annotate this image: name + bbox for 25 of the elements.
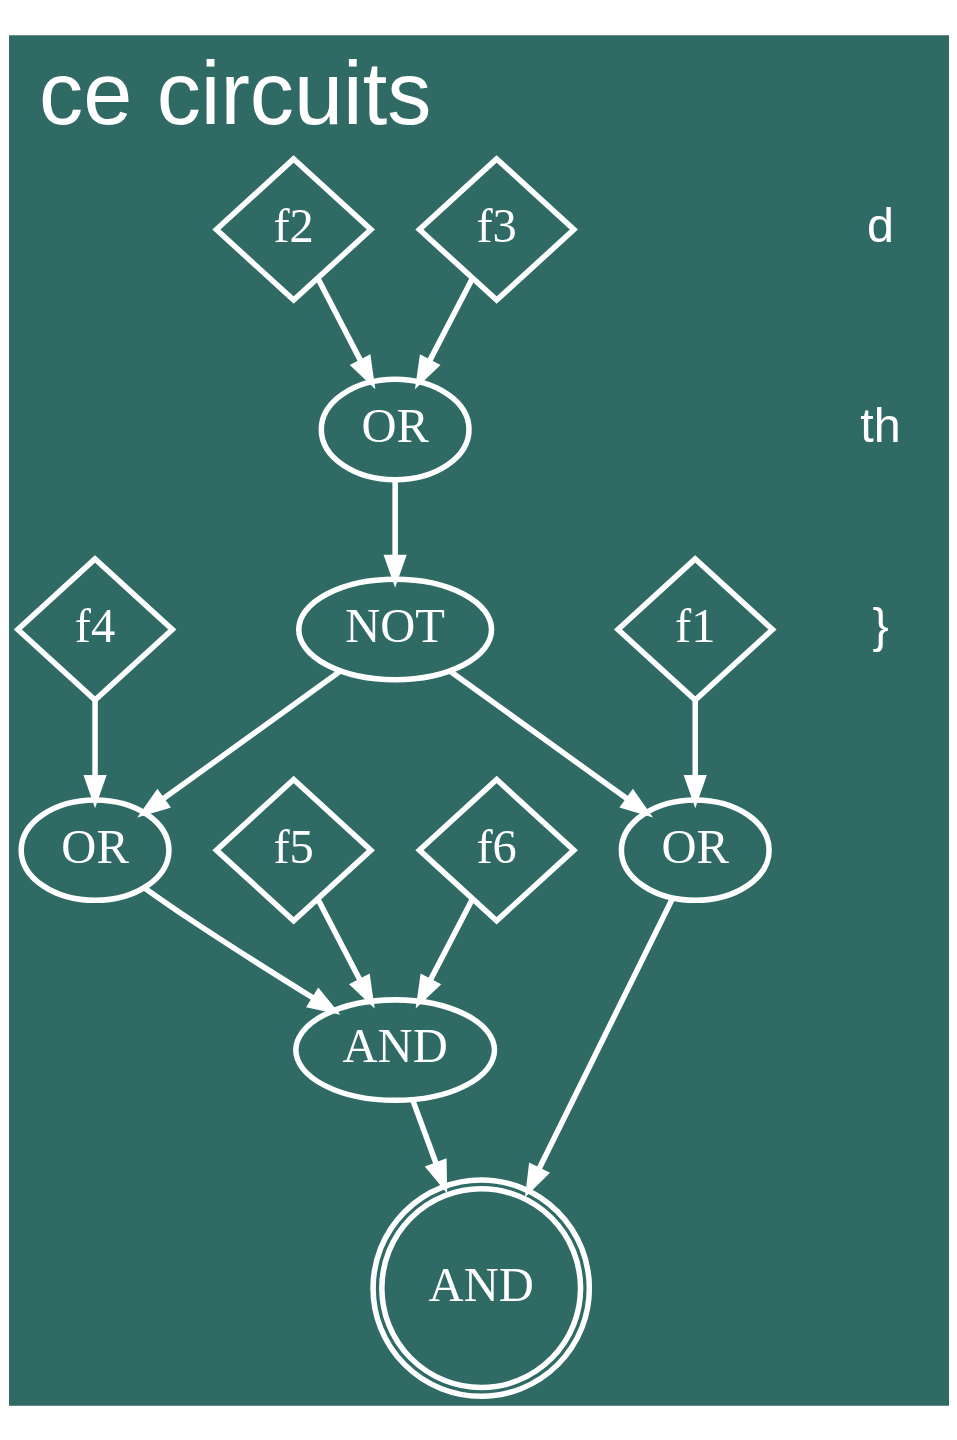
arrow bbox=[82, 699, 107, 808]
arrow bbox=[414, 277, 475, 389]
arrow bbox=[447, 668, 653, 817]
arrow bbox=[315, 277, 375, 389]
arrow bbox=[315, 897, 375, 1008]
node-diamond: f6 bbox=[414, 775, 578, 924]
node-ellipse: OR bbox=[618, 796, 772, 903]
node-ellipse: OR bbox=[318, 376, 472, 482]
arrow bbox=[383, 479, 407, 588]
label: } bbox=[871, 597, 889, 652]
node-ellipse: OR bbox=[17, 796, 172, 903]
node-diamond: f2 bbox=[211, 154, 375, 304]
node-diamond: f5 bbox=[211, 775, 375, 924]
label: d bbox=[866, 197, 894, 252]
arrow bbox=[136, 668, 342, 817]
node-diamond: f3 bbox=[414, 154, 578, 304]
node-ellipse: AND bbox=[292, 996, 497, 1103]
label: th bbox=[859, 397, 901, 452]
arrow bbox=[683, 699, 707, 808]
node-circle: AND bbox=[369, 1176, 592, 1399]
node-diamond: f1 bbox=[613, 554, 777, 704]
arrow bbox=[415, 897, 474, 1008]
node-diamond: f4 bbox=[13, 554, 176, 704]
node-ellipse: NOT bbox=[295, 576, 494, 682]
diagram-title: ce circuits bbox=[38, 43, 431, 143]
